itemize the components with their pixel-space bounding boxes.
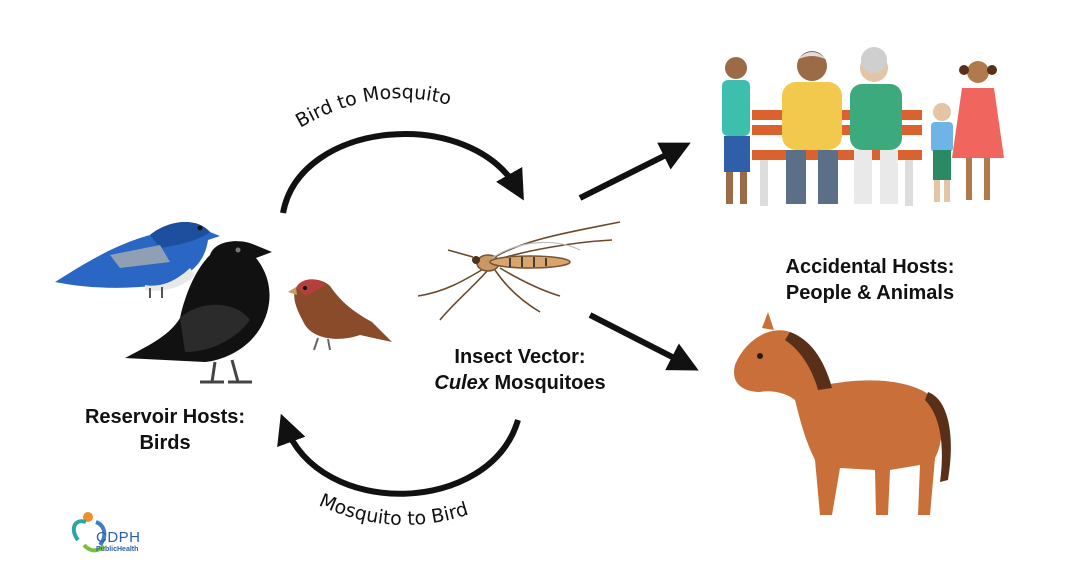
cdph-logo-sub: PublicHealth [96,546,139,553]
cdph-logo-name: CDPH [96,529,141,546]
reservoir-line2: Birds [139,432,191,454]
mosquito-illustration [417,221,621,321]
crow-illustration [125,241,272,384]
vector-line2: Culex Mosquitoes [385,370,655,396]
cdph-logo-icon [71,512,107,553]
vector-common-name: Mosquitoes [488,372,606,394]
finch-illustration [288,279,392,351]
arrow-to-horse [588,312,699,371]
blue-bird-illustration [55,221,220,298]
people-on-bench-illustration [722,47,1004,206]
reservoir-hosts-label: Reservoir Hosts: Birds [40,404,290,456]
accidental-line2: People & Animals [785,282,955,304]
arrow-bird-to-mosquito [280,130,524,214]
vector-genus: Culex [434,372,489,394]
reservoir-line1: Reservoir Hosts: [84,406,246,428]
accidental-line1: Accidental Hosts: [785,256,955,278]
vector-line1: Insect Vector: [454,346,586,368]
accidental-hosts-label: Accidental Hosts: People & Animals [735,254,1005,306]
arrow-to-people [578,142,691,201]
flow-label-bird-to-mosquito: Bird to Mosquito [292,81,454,132]
horse-illustration [734,312,951,515]
cdph-logo: CDPH PublicHealth [96,530,141,554]
insect-vector-label: Insect Vector: Culex Mosquitoes [385,344,655,396]
arrow-mosquito-to-bird [277,413,521,497]
